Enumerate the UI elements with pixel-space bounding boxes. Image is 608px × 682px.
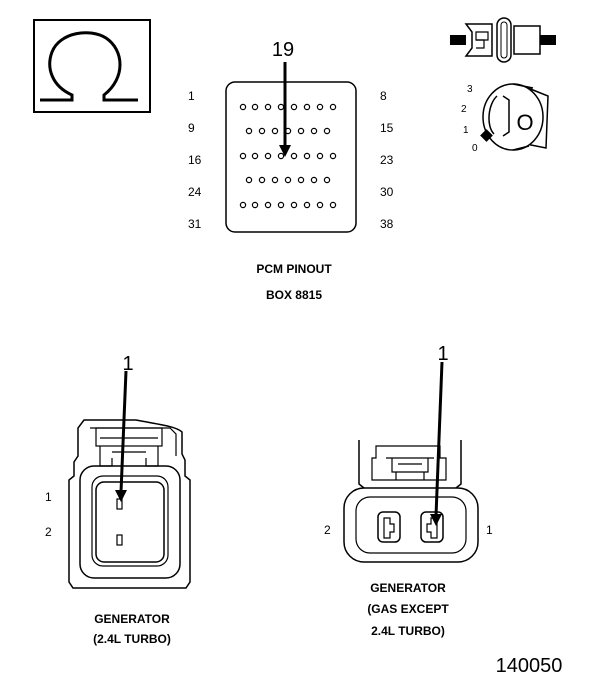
pcm-pin-14	[310, 127, 318, 135]
pcm-pin-17	[251, 152, 259, 160]
pcm-pin-16	[239, 152, 247, 160]
gas-pin-2	[377, 511, 401, 543]
pcm-row-label-left-4: 24	[188, 185, 202, 199]
pcm-pin-22	[316, 152, 324, 160]
pcm-pin-35	[290, 201, 298, 209]
pcm-row-label-left-2: 9	[188, 121, 195, 135]
turbo-subtitle: (2.4L TURBO)	[93, 632, 171, 646]
key-letter: O	[516, 110, 533, 135]
pcm-pin-27	[284, 176, 292, 184]
turbo-pin-2	[116, 534, 123, 546]
pcm-pin-29	[310, 176, 318, 184]
pcm-pin-6	[303, 103, 311, 111]
pcm-row-label-left-3: 16	[188, 153, 202, 167]
pcm-pin-1	[239, 103, 247, 111]
omega-icon	[40, 31, 138, 102]
pcm-pin-21	[303, 152, 311, 160]
pcm-pin-25	[258, 176, 266, 184]
pcm-pin-3	[264, 103, 272, 111]
pcm-pin-5	[290, 103, 298, 111]
pcm-pin-34	[277, 201, 285, 209]
ignition-switch-icon: O 3 2 1 0	[461, 83, 549, 154]
pcm-pin-36	[303, 201, 311, 209]
gas-pin-label-right: 1	[486, 523, 493, 537]
pcm-pin-13	[297, 127, 305, 135]
pcm-subtitle: BOX 8815	[266, 288, 322, 302]
pcm-pin-30	[323, 176, 331, 184]
pcm-row-label-right-4: 30	[380, 185, 394, 199]
turbo-arrowhead	[115, 490, 127, 502]
pcm-pin-2	[251, 103, 259, 111]
pcm-row-label-left-1: 1	[188, 89, 195, 103]
key-position-2: 2	[461, 104, 467, 115]
pcm-pin-19	[277, 152, 285, 160]
pcm-pin-32	[251, 201, 259, 209]
pcm-pin-9	[245, 127, 253, 135]
generator-gas-connector: 1 2 1 GENERATOR (GAS EXCEPT 2.4L TURBO)	[324, 343, 493, 638]
pcm-pin-24	[245, 176, 253, 184]
key-position-3: 3	[467, 84, 473, 95]
pcm-connector: 19 1 9 16 24 31 8 15 23 30 38 PCM PINOUT…	[188, 39, 394, 302]
gas-pin-callout: 1	[437, 343, 448, 365]
turbo-pin-callout: 1	[122, 353, 133, 375]
key-position-0: 0	[472, 143, 478, 154]
pcm-pin-18	[264, 152, 272, 160]
omega-symbol-box	[33, 19, 151, 113]
pcm-pin-callout: 19	[272, 39, 294, 61]
key-position-1: 1	[463, 125, 469, 136]
pcm-pin-31	[239, 201, 247, 209]
gas-arrowhead	[430, 514, 442, 526]
pcm-title: PCM PINOUT	[256, 262, 332, 276]
pcm-arrowhead	[279, 145, 291, 157]
pcm-row-label-right-3: 23	[380, 153, 394, 167]
pcm-row-label-right-5: 38	[380, 217, 394, 231]
pcm-pin-4	[277, 103, 285, 111]
turbo-pin-label-2: 2	[45, 525, 52, 539]
gas-pin-1	[420, 511, 444, 543]
pcm-pin-23	[329, 152, 337, 160]
gas-subtitle-2: 2.4L TURBO)	[371, 624, 445, 638]
pcm-pin-37	[316, 201, 324, 209]
pcm-pin-26	[271, 176, 279, 184]
generator-turbo-connector: 1 1 2 GENERATOR (2.4L TURBO)	[45, 353, 191, 646]
turbo-title: GENERATOR	[94, 612, 170, 626]
pcm-pin-7	[316, 103, 324, 111]
pcm-pin-grid	[239, 103, 337, 209]
pcm-row-label-right-2: 15	[380, 121, 394, 135]
pcm-row-label-left-5: 31	[188, 217, 202, 231]
pcm-pin-20	[290, 152, 298, 160]
gas-subtitle-1: (GAS EXCEPT	[367, 602, 449, 616]
pcm-pin-28	[297, 176, 305, 184]
gas-title: GENERATOR	[370, 581, 446, 595]
pcm-pin-38	[329, 201, 337, 209]
turbo-pin-label-1: 1	[45, 490, 52, 504]
pcm-pin-10	[258, 127, 266, 135]
pcm-pin-15	[323, 127, 331, 135]
pcm-row-label-right-1: 8	[380, 89, 387, 103]
pcm-pin-11	[271, 127, 279, 135]
pcm-pin-8	[329, 103, 337, 111]
gas-pin-label-left: 2	[324, 523, 331, 537]
pcm-pin-33	[264, 201, 272, 209]
figure-number: 140050	[496, 655, 563, 677]
fuse-icon	[450, 17, 556, 63]
